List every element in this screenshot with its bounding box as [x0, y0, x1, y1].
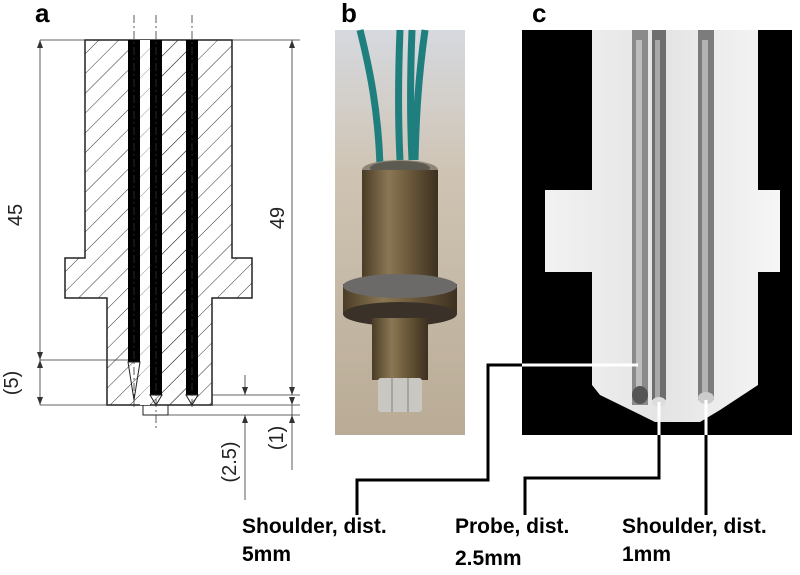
dimension-5: (5): [1, 371, 23, 395]
callout-probe-2-5mm: Probe, dist. 2.5mm: [455, 513, 569, 574]
channel-center: [150, 40, 162, 395]
channel-left: [128, 40, 140, 362]
callout-shoulder-5mm-line2: 5mm: [242, 543, 292, 567]
dimension-1: (1): [266, 426, 288, 450]
xray-image: [522, 30, 792, 435]
callout-shoulder-5mm-line1: Shoulder, dist.: [242, 515, 387, 538]
callout-probe-line1: Probe, dist.: [455, 515, 570, 538]
callout-probe-line2: 2.5mm: [455, 547, 522, 571]
dimension-2-5: (2.5): [219, 441, 241, 482]
panel-label-b: b: [341, 0, 357, 28]
dimension-45: 45: [5, 204, 27, 226]
channel-right: [186, 40, 198, 395]
callout-shoulder-1mm-line2: 1mm: [622, 543, 672, 567]
callout-shoulder-1mm: Shoulder, dist. 1mm: [622, 513, 767, 570]
dimension-49: 49: [267, 207, 289, 229]
technical-drawing: 45 49 (5) (2.5) (1): [1, 15, 300, 500]
callout-shoulder-1mm-line1: Shoulder, dist.: [622, 515, 767, 538]
callout-leaders: [355, 363, 708, 515]
panel-label-c: c: [532, 0, 547, 28]
tool-photo: [335, 29, 465, 435]
panel-label-a: a: [35, 0, 50, 28]
callout-shoulder-5mm: Shoulder, dist. 5mm: [242, 513, 387, 570]
